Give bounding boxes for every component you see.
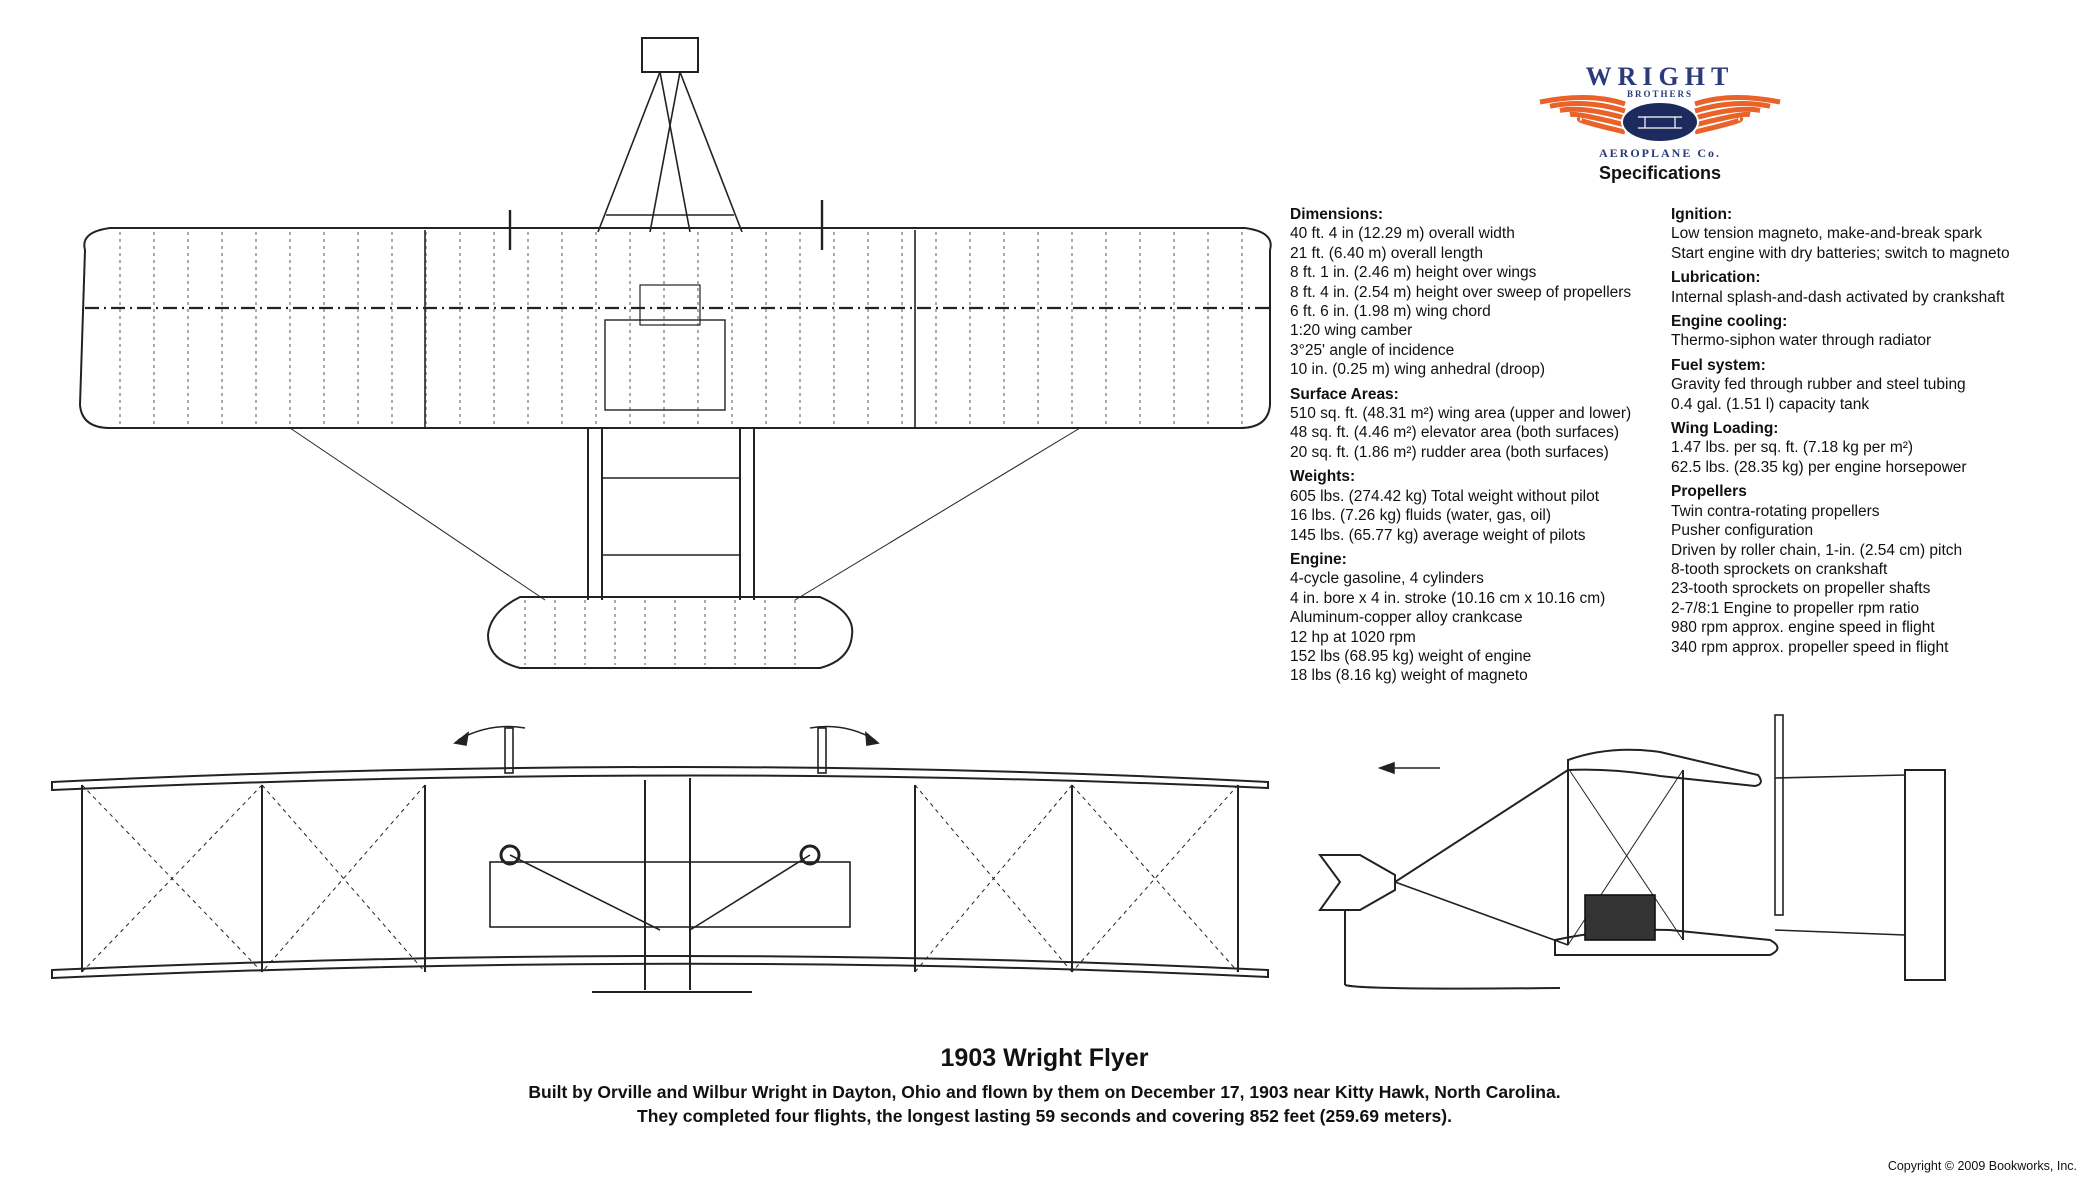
spec-line: 18 lbs (8.16 kg) weight of magneto (1290, 667, 1528, 685)
spec-line: 8-tooth sprockets on crankshaft (1671, 560, 1888, 578)
copyright-notice: Copyright © 2009 Bookworks, Inc. (1887, 1159, 2077, 1173)
spec-column-left: Dimensions: 40 ft. 4 in (12.29 m) overall… (1290, 205, 1631, 686)
spec-heading: Weights: (1290, 468, 1356, 486)
spec-line: 340 rpm approx. propeller speed in fligh… (1671, 638, 1949, 656)
spec-heading: Fuel system: (1671, 356, 1766, 374)
spec-line: Thermo-siphon water through radiator (1671, 332, 1932, 350)
spec-heading: Engine: (1290, 550, 1347, 568)
spec-line: 8 ft. 1 in. (2.46 m) height over wings (1290, 264, 1537, 282)
top-view-drawing (78, 37, 1272, 669)
spec-line: 0.4 gal. (1.51 l) capacity tank (1671, 395, 1870, 413)
spec-line: 16 lbs. (7.26 kg) fluids (water, gas, oi… (1290, 507, 1552, 525)
spec-line: 2-7/8:1 Engine to propeller rpm ratio (1671, 599, 1920, 617)
description-line-2: They completed four flights, the longest… (637, 1106, 1452, 1126)
spec-line: Gravity fed through rubber and steel tub… (1671, 376, 1966, 394)
spec-line: 605 lbs. (274.42 kg) Total weight withou… (1290, 487, 1600, 505)
spec-line: 8 ft. 4 in. (2.54 m) height over sweep o… (1290, 283, 1632, 301)
spec-line: 20 sq. ft. (1.86 m²) rudder area (both s… (1290, 443, 1609, 461)
logo-subword: BROTHERS (1626, 89, 1693, 99)
specifications-title: Specifications (1598, 163, 1722, 183)
spec-line: 10 in. (0.25 m) wing anhedral (droop) (1290, 361, 1546, 379)
spec-heading: Engine cooling: (1671, 313, 1788, 331)
spec-heading: Wing Loading: (1671, 420, 1779, 438)
spec-line: Start engine with dry batteries; switch … (1671, 244, 2010, 262)
side-view-drawing (1318, 714, 1946, 990)
spec-heading: Propellers (1671, 483, 1747, 501)
logo-tagline: AEROPLANE Co. (1598, 146, 1721, 160)
spec-line: 4-cycle gasoline, 4 cylinders (1290, 570, 1484, 588)
spec-line: 23-tooth sprockets on propeller shafts (1671, 580, 1931, 598)
spec-line: Aluminum-copper alloy crankcase (1290, 609, 1523, 627)
spec-line: Twin contra-rotating propellers (1671, 502, 1880, 520)
wings-emblem-icon (1539, 95, 1781, 143)
spec-line: 12 hp at 1020 rpm (1290, 628, 1416, 646)
spec-line: 145 lbs. (65.77 kg) average weight of pi… (1290, 526, 1586, 544)
front-view-drawing (51, 725, 1269, 993)
spec-line: 48 sq. ft. (4.46 m²) elevator area (both… (1290, 424, 1620, 442)
spec-line: Internal splash-and-dash activated by cr… (1671, 288, 2005, 306)
logo-wordmark: WRIGHT (1585, 62, 1735, 91)
wright-brothers-logo: WRIGHT BROTHERS AEROPLANE Co. (1530, 62, 1790, 172)
spec-heading: Ignition: (1671, 206, 1733, 223)
spec-line: 1:20 wing camber (1290, 322, 1413, 340)
spec-line: Low tension magneto, make-and-break spar… (1671, 225, 1983, 243)
spec-line: 1.47 lbs. per sq. ft. (7.18 kg per m²) (1671, 439, 1914, 457)
spec-line: 21 ft. (6.40 m) overall length (1290, 244, 1483, 262)
page-title: 1903 Wright Flyer (940, 1044, 1149, 1072)
spec-heading: Dimensions: (1290, 206, 1384, 223)
spec-line: 4 in. bore x 4 in. stroke (10.16 cm x 10… (1290, 589, 1606, 607)
spec-line: 6 ft. 6 in. (1.98 m) wing chord (1290, 303, 1491, 321)
spec-line: Driven by roller chain, 1-in. (2.54 cm) … (1671, 541, 1963, 559)
description-line-1: Built by Orville and Wilbur Wright in Da… (528, 1082, 1561, 1102)
spec-line: 3°25' angle of incidence (1290, 341, 1455, 359)
spec-line: 40 ft. 4 in (12.29 m) overall width (1290, 225, 1515, 243)
spec-column-right: Ignition: Low tension magneto, make-and-b… (1671, 205, 2010, 657)
spec-line: 152 lbs (68.95 kg) weight of engine (1290, 647, 1532, 665)
spec-heading: Lubrication: (1671, 269, 1761, 287)
spec-line: 62.5 lbs. (28.35 kg) per engine horsepow… (1671, 458, 1967, 476)
spec-line: 980 rpm approx. engine speed in flight (1671, 619, 1935, 637)
spec-heading: Surface Areas: (1290, 385, 1399, 403)
spec-line: 510 sq. ft. (48.31 m²) wing area (upper … (1290, 405, 1632, 423)
spec-line: Pusher configuration (1671, 522, 1814, 540)
